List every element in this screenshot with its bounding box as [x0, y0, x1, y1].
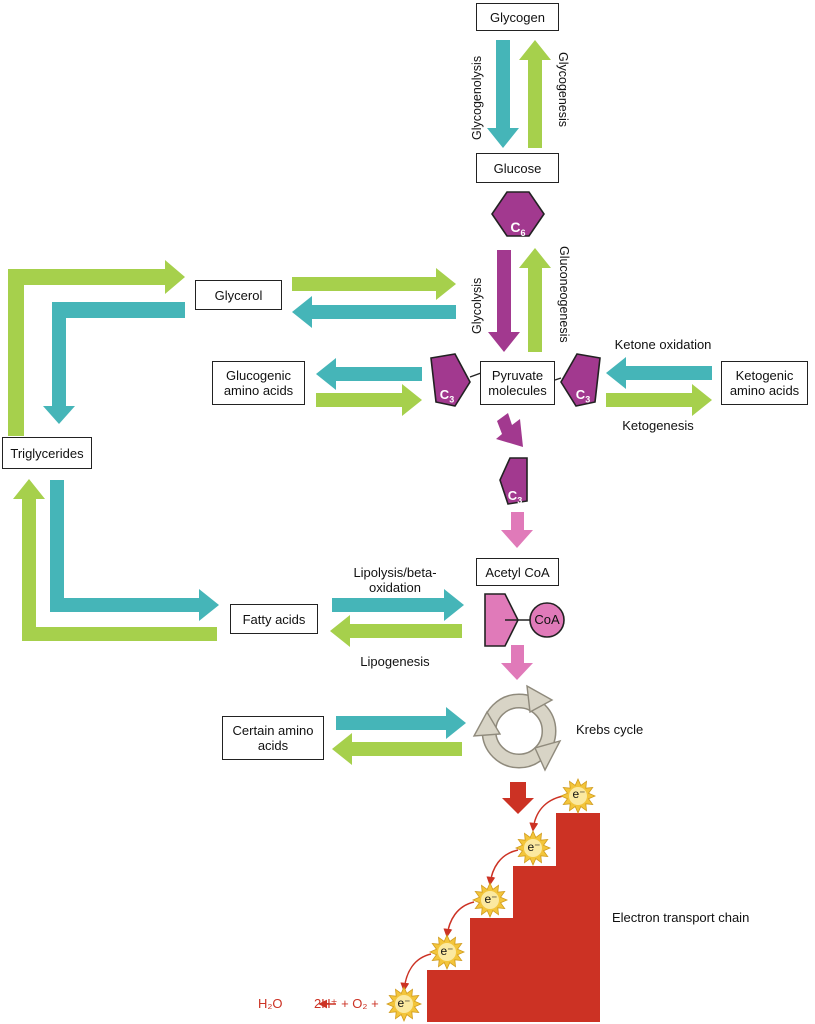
c3-label-center: C3: [507, 488, 523, 506]
pyruvate-to-glucogenic-arrow: [316, 358, 422, 390]
gluconeogenesis-label: Gluconeogenesis: [557, 246, 571, 343]
coa-circle: [529, 602, 565, 638]
lipogenesis-label: Lipogenesis: [360, 654, 430, 669]
amino-acids-to-krebs-arrow: [336, 707, 466, 739]
c3-to-acetyl-coa-arrow: [501, 512, 533, 548]
electron-label-5: e⁻: [397, 996, 411, 1010]
ketone-oxidation-arrow: [606, 357, 712, 389]
ketogenic-amino-acids-box: Ketogenic amino acids: [721, 361, 808, 405]
c3-molecule-left: [430, 353, 471, 407]
glycogenolysis-arrow: [487, 40, 519, 148]
ketogenesis-label: Ketogenesis: [622, 418, 694, 433]
triglycerides-to-fatty-acids-arrow: [50, 480, 219, 621]
c3-molecule-right: [560, 353, 601, 407]
krebs-to-etc-arrow: [502, 782, 534, 814]
electron-star-core-1: [569, 787, 587, 805]
acetyl-group-shape: [484, 593, 519, 647]
electron-star-core-5: [395, 995, 413, 1013]
electron-label-4: e⁻: [440, 944, 454, 958]
gluconeogenesis-arrow: [519, 248, 551, 352]
glycolysis-arrow: [488, 250, 520, 352]
electron-label-1: e⁻: [572, 787, 586, 801]
glycogen-box: Glycogen: [476, 3, 559, 31]
glycolysis-to-glycerol-arrow: [292, 296, 456, 328]
fatty-acids-box: Fatty acids: [230, 604, 318, 634]
electron-star-core-3: [481, 891, 499, 909]
c6-label: C6: [510, 219, 526, 238]
pyruvate-to-c3-arrow: [496, 413, 523, 447]
electron-label-3: e⁻: [484, 892, 498, 906]
electron-transport-chain-label: Electron transport chain: [612, 910, 750, 925]
ketogenesis-arrow: [606, 384, 712, 416]
glycogenesis-arrow: [519, 40, 551, 148]
glycerol-box: Glycerol: [195, 280, 282, 310]
glycerol-to-glycolysis-arrow: [292, 268, 456, 300]
pyruvate-molecules-box: Pyruvate molecules: [480, 361, 555, 405]
acetyl-coa-box: Acetyl CoA: [476, 558, 559, 586]
lipolysis-arrow: [332, 589, 464, 621]
water-label: H₂O: [258, 996, 283, 1011]
electron-star-core-4: [438, 943, 456, 961]
glucogenic-to-pyruvate-arrow: [316, 384, 422, 416]
certain-amino-acids-box: Certain amino acids: [222, 716, 324, 760]
coa-label: CoA: [534, 612, 560, 627]
glycolysis-label: Glycolysis: [470, 277, 484, 334]
lipogenesis-arrow: [330, 615, 462, 647]
krebs-cycle-label: Krebs cycle: [576, 722, 644, 737]
ketone-oxidation-label: Ketone oxidation: [614, 337, 712, 352]
acetyl-coa-to-krebs-arrow: [501, 645, 533, 680]
krebs-to-amino-acids-arrow: [332, 733, 462, 765]
protons-oxygen-label: 2H⁺ + O₂ +: [314, 996, 379, 1011]
c3-label-right: C3: [575, 387, 591, 405]
glucogenic-amino-acids-box: Glucogenic amino acids: [212, 361, 305, 405]
c6-molecule: [491, 191, 545, 237]
glycogenesis-label: Glycogenesis: [556, 52, 570, 128]
glycerol-to-triglycerides-arrow: [43, 302, 185, 424]
c3-label-left: C3: [439, 387, 455, 405]
triglycerides-to-glycerol-arrow: [8, 260, 185, 436]
electron-star-core-2: [524, 839, 542, 857]
triglycerides-box: Triglycerides: [2, 437, 92, 469]
krebs-cycle-icon: [472, 684, 562, 772]
electron-transport-staircase: [427, 813, 600, 1022]
fatty-acids-to-triglycerides-arrow: [13, 479, 217, 641]
glucose-box: Glucose: [476, 153, 559, 183]
lipolysis-label: Lipolysis/beta- oxidation: [353, 565, 437, 595]
electron-label-2: e⁻: [527, 840, 541, 854]
glycogenolysis-label: Glycogenolysis: [470, 55, 484, 140]
c3-molecule-center: [499, 457, 528, 505]
